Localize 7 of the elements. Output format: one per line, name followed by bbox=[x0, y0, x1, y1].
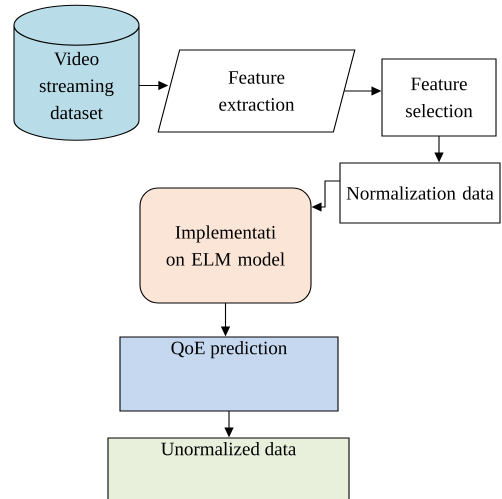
process-box: Normalization data bbox=[339, 162, 501, 224]
data-parallelogram: Feature extraction bbox=[158, 49, 356, 133]
process-box: Unormalized data bbox=[107, 437, 350, 499]
rounded-process-box: Implementati on ELM model bbox=[139, 187, 312, 304]
process-box: Feature selection bbox=[381, 58, 497, 137]
database-cylinder: Video streaming dataset bbox=[13, 4, 140, 141]
process-box: QoE prediction bbox=[119, 336, 339, 412]
